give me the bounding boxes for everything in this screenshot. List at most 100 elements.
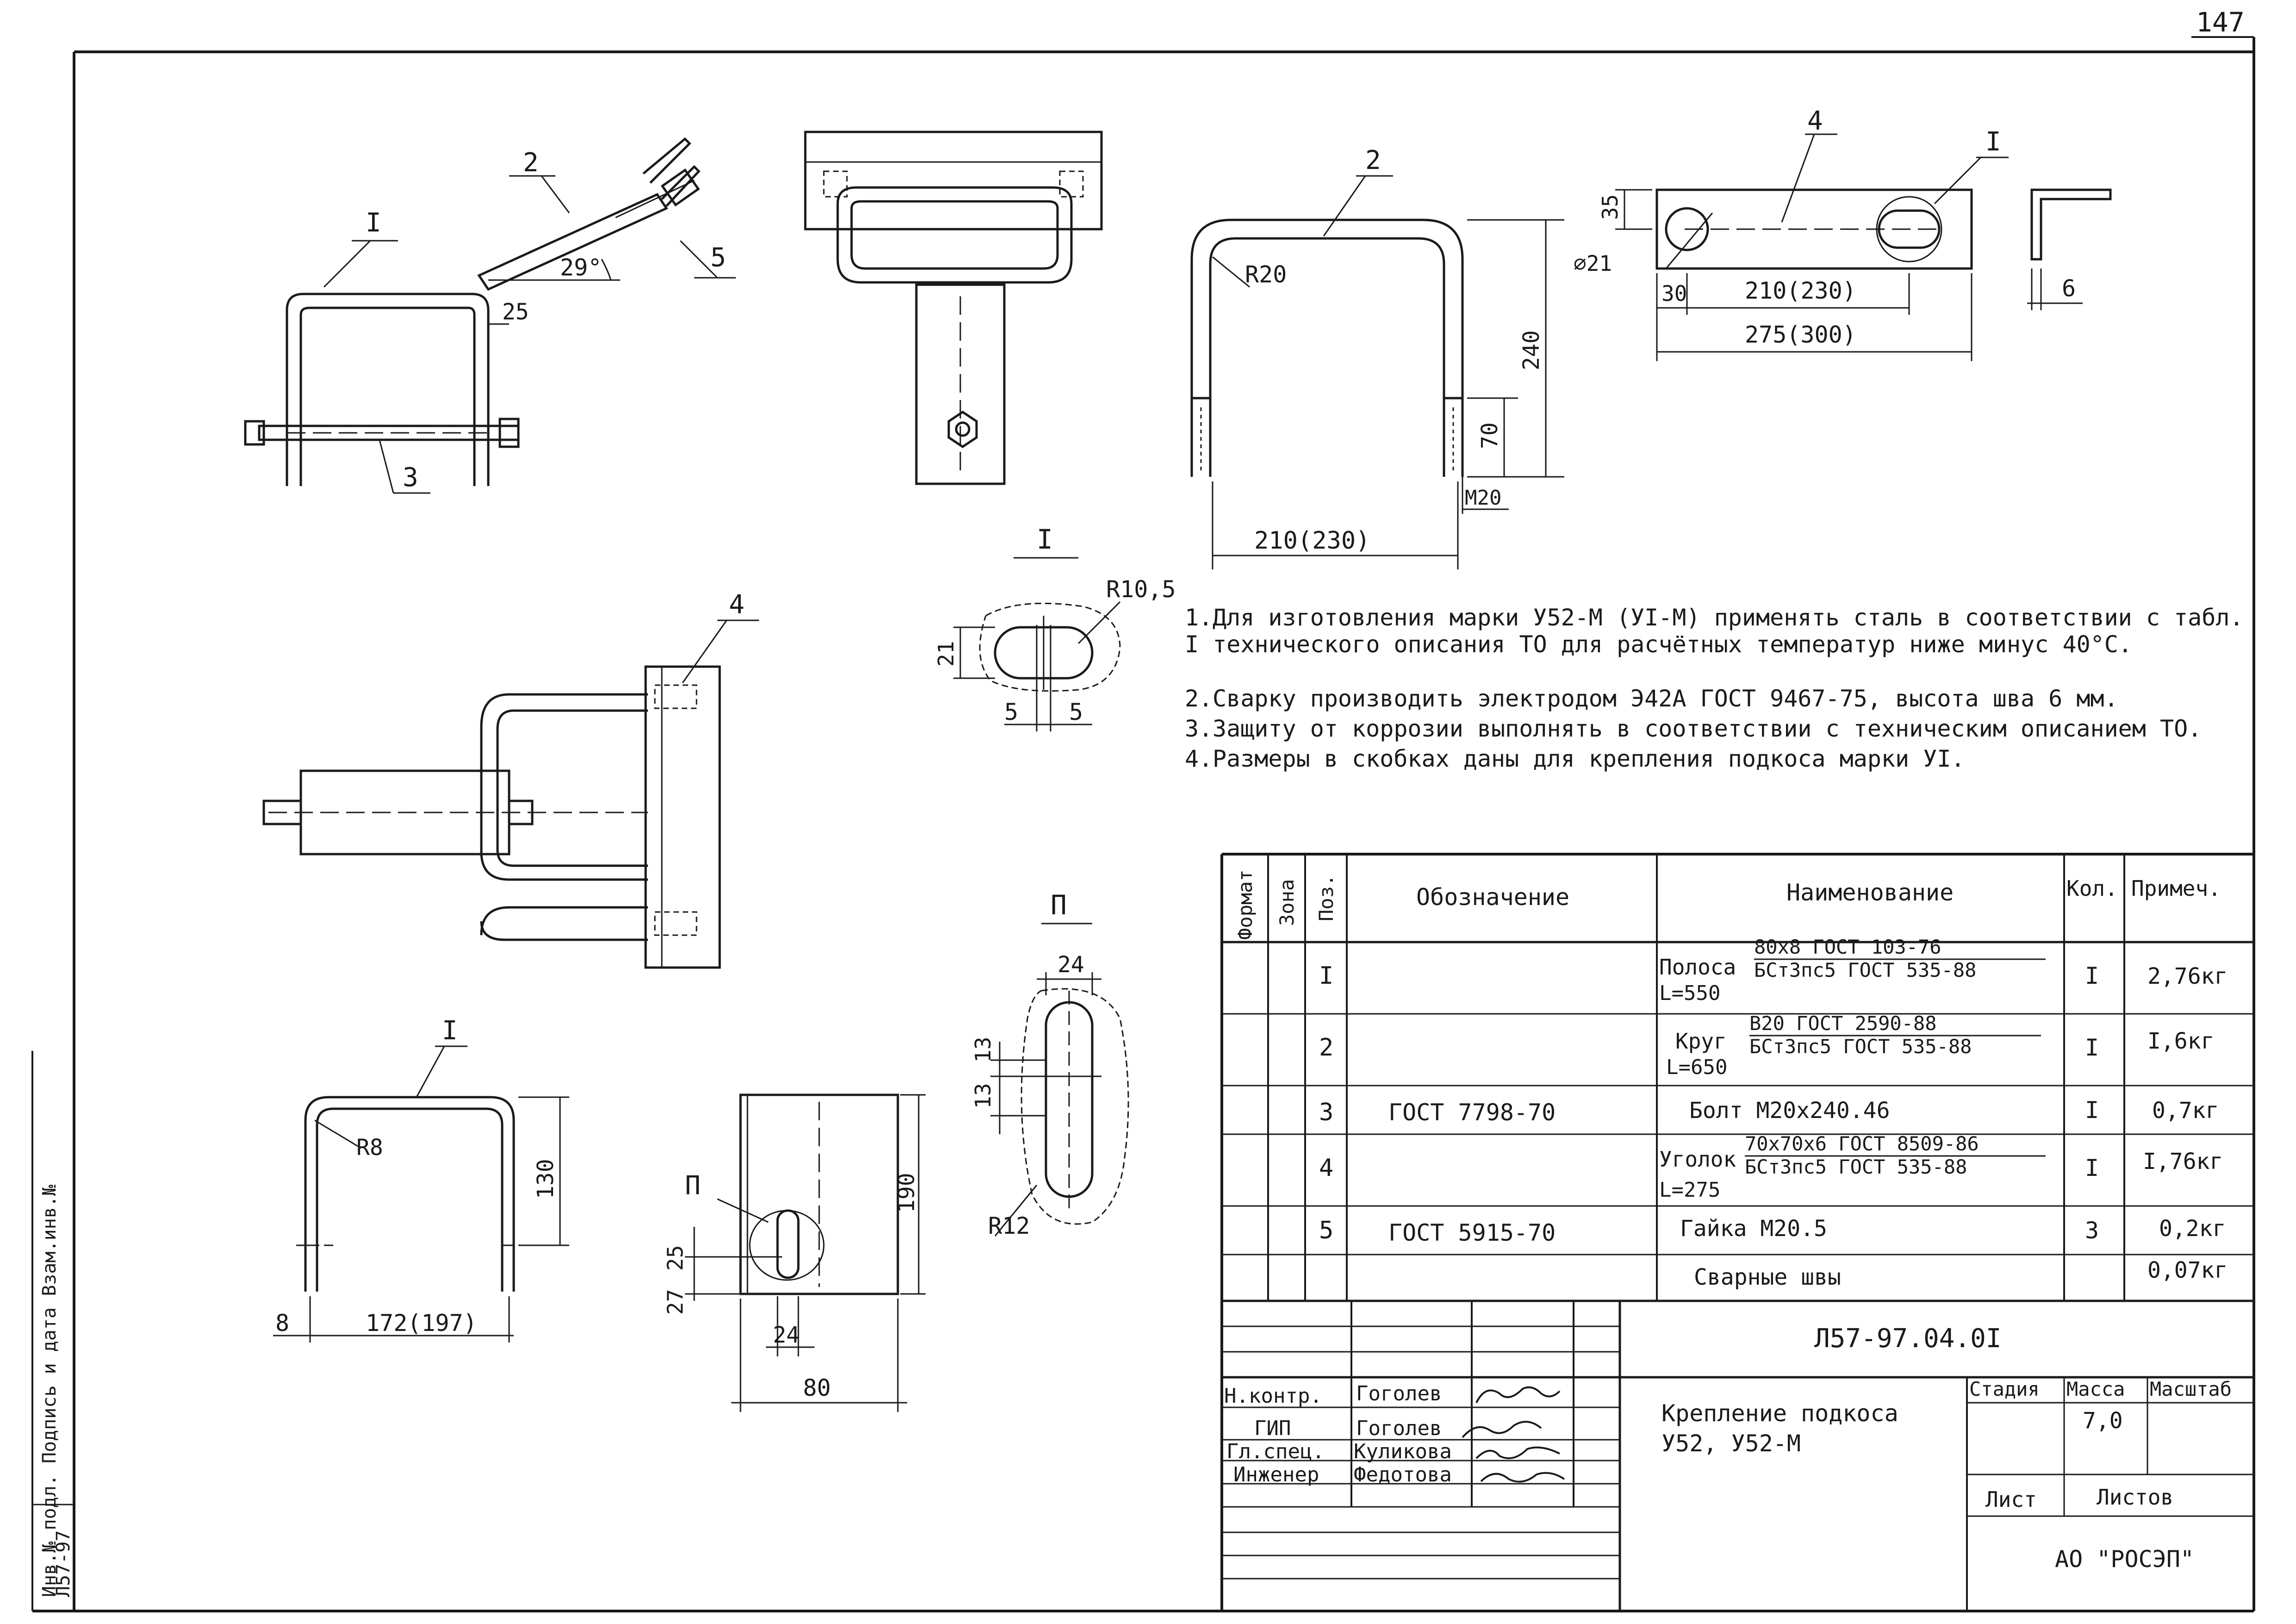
spec-header-format: Формат bbox=[1234, 869, 1257, 940]
spec-row-name: Полоса bbox=[1659, 955, 1736, 980]
title-line-1: Крепление подкоса bbox=[1661, 1400, 1898, 1427]
spec-row-name-bottom: БСт3пс5 ГОСТ 535-88 bbox=[1749, 1035, 1972, 1058]
plate-hole: ⌀21 bbox=[1574, 251, 1612, 276]
detail-II bbox=[990, 923, 1129, 1237]
note-number: 4. bbox=[1185, 745, 1213, 772]
angle-front-dim-24: 24 bbox=[773, 1322, 800, 1348]
part-1-height: 130 bbox=[533, 1159, 559, 1199]
angle-front-dim-27: 27 bbox=[663, 1289, 688, 1315]
detail-II-dim-a: 13 bbox=[971, 1083, 996, 1109]
title-sheet-label: Лист bbox=[1985, 1487, 2037, 1512]
spec-row-note: 0,07кг bbox=[2147, 1257, 2228, 1283]
part-1-radius: R8 bbox=[356, 1135, 383, 1161]
assembly-callout-1: I bbox=[366, 208, 381, 238]
signer-role: Инженер bbox=[1233, 1463, 1319, 1487]
signer-name: Куликова bbox=[1354, 1440, 1452, 1463]
part-1-width: 172(197) bbox=[366, 1310, 477, 1337]
assembly-callout-2: 2 bbox=[523, 148, 539, 178]
note-number: 3. bbox=[1185, 715, 1213, 742]
spec-row-name: Сварные швы bbox=[1694, 1264, 1841, 1290]
plate-part-4 bbox=[1615, 133, 2009, 361]
title-sheets-label: Листов bbox=[2097, 1485, 2173, 1510]
note-text: Сварку производить электродом Э42А ГОСТ … bbox=[1213, 685, 2118, 712]
spec-table-grid bbox=[1220, 853, 2254, 1611]
sheet-frame bbox=[32, 36, 2255, 1612]
spec-row-pos: 5 bbox=[1319, 1217, 1333, 1244]
spec-row-length: L=650 bbox=[1666, 1056, 1727, 1079]
spec-row-designation: ГОСТ 7798-70 bbox=[1388, 1099, 1556, 1126]
spec-header-note: Примеч. bbox=[2131, 876, 2221, 901]
note-item: 3.Защиту от коррозии выполнять в соответ… bbox=[1185, 715, 2259, 742]
u-bolt-thread: M20 bbox=[1465, 486, 1501, 510]
margin-stamp-code: Л57-97 bbox=[53, 1530, 74, 1598]
plate-callout-detail: I bbox=[1985, 127, 2001, 157]
spec-row-note: 0,2кг bbox=[2159, 1216, 2226, 1242]
spec-row-name: Гайка М20.5 bbox=[1680, 1216, 1827, 1242]
spec-row-name-top: В20 ГОСТ 2590-88 bbox=[1749, 1012, 1937, 1035]
spec-row-length: L=550 bbox=[1659, 981, 1720, 1005]
detail-II-title: П bbox=[1051, 889, 1067, 921]
spec-row-name-bottom: БСт3пс5 ГОСТ 535-88 bbox=[1754, 959, 1976, 981]
signer-role: Н.контр. bbox=[1224, 1384, 1322, 1408]
u-bolt-thread-len: 70 bbox=[1477, 422, 1503, 449]
angle-front-dim-25: 25 bbox=[663, 1245, 688, 1271]
note-text: Размеры в скобках даны для крепления под… bbox=[1213, 745, 1965, 772]
note-item: 4.Размеры в скобках даны для крепления п… bbox=[1185, 745, 2259, 772]
angle-front-width: 80 bbox=[803, 1374, 831, 1401]
signer-name: Гоголев bbox=[1356, 1382, 1442, 1405]
plate-dim-30: 30 bbox=[1661, 281, 1687, 306]
note-text: Для изготовления марки У52-М (УI-М) прим… bbox=[1185, 604, 2244, 658]
spec-row-name-top: 70х70х6 ГОСТ 8509-86 bbox=[1745, 1132, 1979, 1155]
angle-side-view bbox=[2027, 188, 2112, 310]
assembly-callout-3: 3 bbox=[403, 462, 418, 493]
detail-I-dim-b: 5 bbox=[1069, 699, 1083, 725]
plate-length: 275(300) bbox=[1745, 321, 1856, 348]
spec-header-qty: Кол. bbox=[2066, 876, 2118, 901]
title-block-grid bbox=[1222, 1301, 2254, 1611]
assembly-callout-5: 5 bbox=[710, 243, 726, 273]
spec-row-name-top: 80х8 ГОСТ 103-76 bbox=[1754, 936, 1941, 958]
title-scale-label: Масштаб bbox=[2150, 1378, 2232, 1400]
signer-name: Федотова bbox=[1354, 1463, 1452, 1487]
title-mass-value: 7,0 bbox=[2083, 1408, 2123, 1434]
detail-II-dim-b: 13 bbox=[971, 1037, 996, 1062]
u-bolt-height: 240 bbox=[1518, 330, 1544, 370]
page-number: 147 bbox=[2196, 6, 2245, 38]
spec-row-qty: I bbox=[2085, 962, 2099, 989]
plan-callout-4: 4 bbox=[729, 590, 745, 620]
plan-view bbox=[262, 619, 759, 969]
note-item: 2.Сварку производить электродом Э42А ГОС… bbox=[1185, 685, 2259, 712]
note-number: 1. bbox=[1185, 604, 1213, 631]
detail-I-radius: R10,5 bbox=[1106, 576, 1176, 603]
u-bolt-part-2 bbox=[1190, 175, 1564, 569]
spec-header-zone: Зона bbox=[1276, 879, 1298, 926]
spec-header-designation: Обозначение bbox=[1416, 884, 1569, 911]
detail-I-dim-a: 5 bbox=[1004, 699, 1018, 725]
spec-row-pos: 2 bbox=[1319, 1034, 1333, 1062]
title-organization: АО "РОСЭП" bbox=[2055, 1546, 2194, 1573]
margin-stamp-text: Инв.№ подл. Подпись и дата Взам.инв.№ bbox=[39, 1185, 60, 1597]
spec-row-qty: 3 bbox=[2085, 1217, 2099, 1244]
title-code: Л57-97.04.0I bbox=[1814, 1324, 2002, 1354]
plate-hole-spacing: 210(230) bbox=[1745, 277, 1856, 304]
detail-II-width: 24 bbox=[1058, 952, 1084, 978]
note-item: 1.Для изготовления марки У52-М (УI-М) пр… bbox=[1185, 604, 2259, 658]
title-mass-label: Масса bbox=[2066, 1378, 2125, 1400]
margin-stamp bbox=[31, 1051, 74, 1611]
spec-header-pos: Поз. bbox=[1315, 874, 1338, 921]
spec-row-pos: I bbox=[1319, 962, 1333, 990]
part-1-callout: I bbox=[442, 1016, 458, 1046]
spec-row-note: 2,76кг bbox=[2147, 963, 2228, 989]
note-text: Защиту от коррозии выполнять в соответст… bbox=[1213, 715, 2202, 742]
title-stage-label: Стадия bbox=[1969, 1378, 2040, 1400]
spec-row-name: Уголок bbox=[1659, 1147, 1736, 1172]
note-number: 2. bbox=[1185, 685, 1213, 712]
spec-row-designation: ГОСТ 5915-70 bbox=[1388, 1219, 1556, 1246]
detail-II-radius: R12 bbox=[988, 1212, 1030, 1239]
plate-dim-35: 35 bbox=[1598, 194, 1623, 220]
detail-I-height: 21 bbox=[933, 641, 958, 667]
spec-row-qty: I bbox=[2085, 1097, 2099, 1124]
assembly-view bbox=[244, 137, 736, 494]
signer-name: Гоголев bbox=[1356, 1417, 1442, 1440]
